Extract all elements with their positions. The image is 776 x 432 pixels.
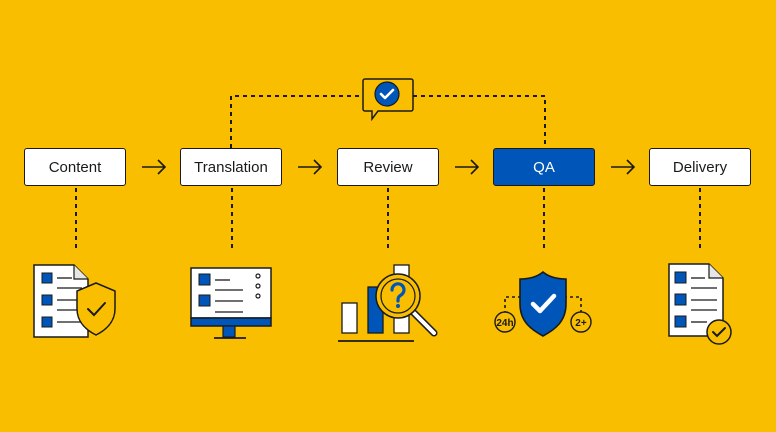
shield-check-icon: 24h 2+ <box>494 270 592 337</box>
document-check-icon <box>668 263 732 345</box>
chat-bubble-check-icon <box>362 78 414 121</box>
step-label: Delivery <box>672 158 728 176</box>
arrow-right-icon <box>142 159 167 175</box>
bar-chart-magnifier-question-icon <box>338 264 438 342</box>
monitor-icon <box>190 267 272 339</box>
step-translation[interactable]: Translation <box>180 148 282 186</box>
step-review[interactable]: Review <box>337 148 439 186</box>
step-label: QA <box>533 158 555 176</box>
step-label: Review <box>363 158 413 176</box>
step-content[interactable]: Content <box>24 148 126 186</box>
arrow-right-icon <box>298 159 323 175</box>
qa-badge-2plus: 2+ <box>575 318 587 329</box>
step-label: Translation <box>194 158 268 176</box>
step-qa[interactable]: QA <box>493 148 595 186</box>
qa-badge-24h: 24h <box>496 318 513 329</box>
arrow-right-icon <box>455 159 480 175</box>
arrow-right-icon <box>611 159 636 175</box>
document-shield-icon <box>33 264 116 338</box>
step-label: Content <box>48 158 102 176</box>
step-delivery[interactable]: Delivery <box>649 148 751 186</box>
